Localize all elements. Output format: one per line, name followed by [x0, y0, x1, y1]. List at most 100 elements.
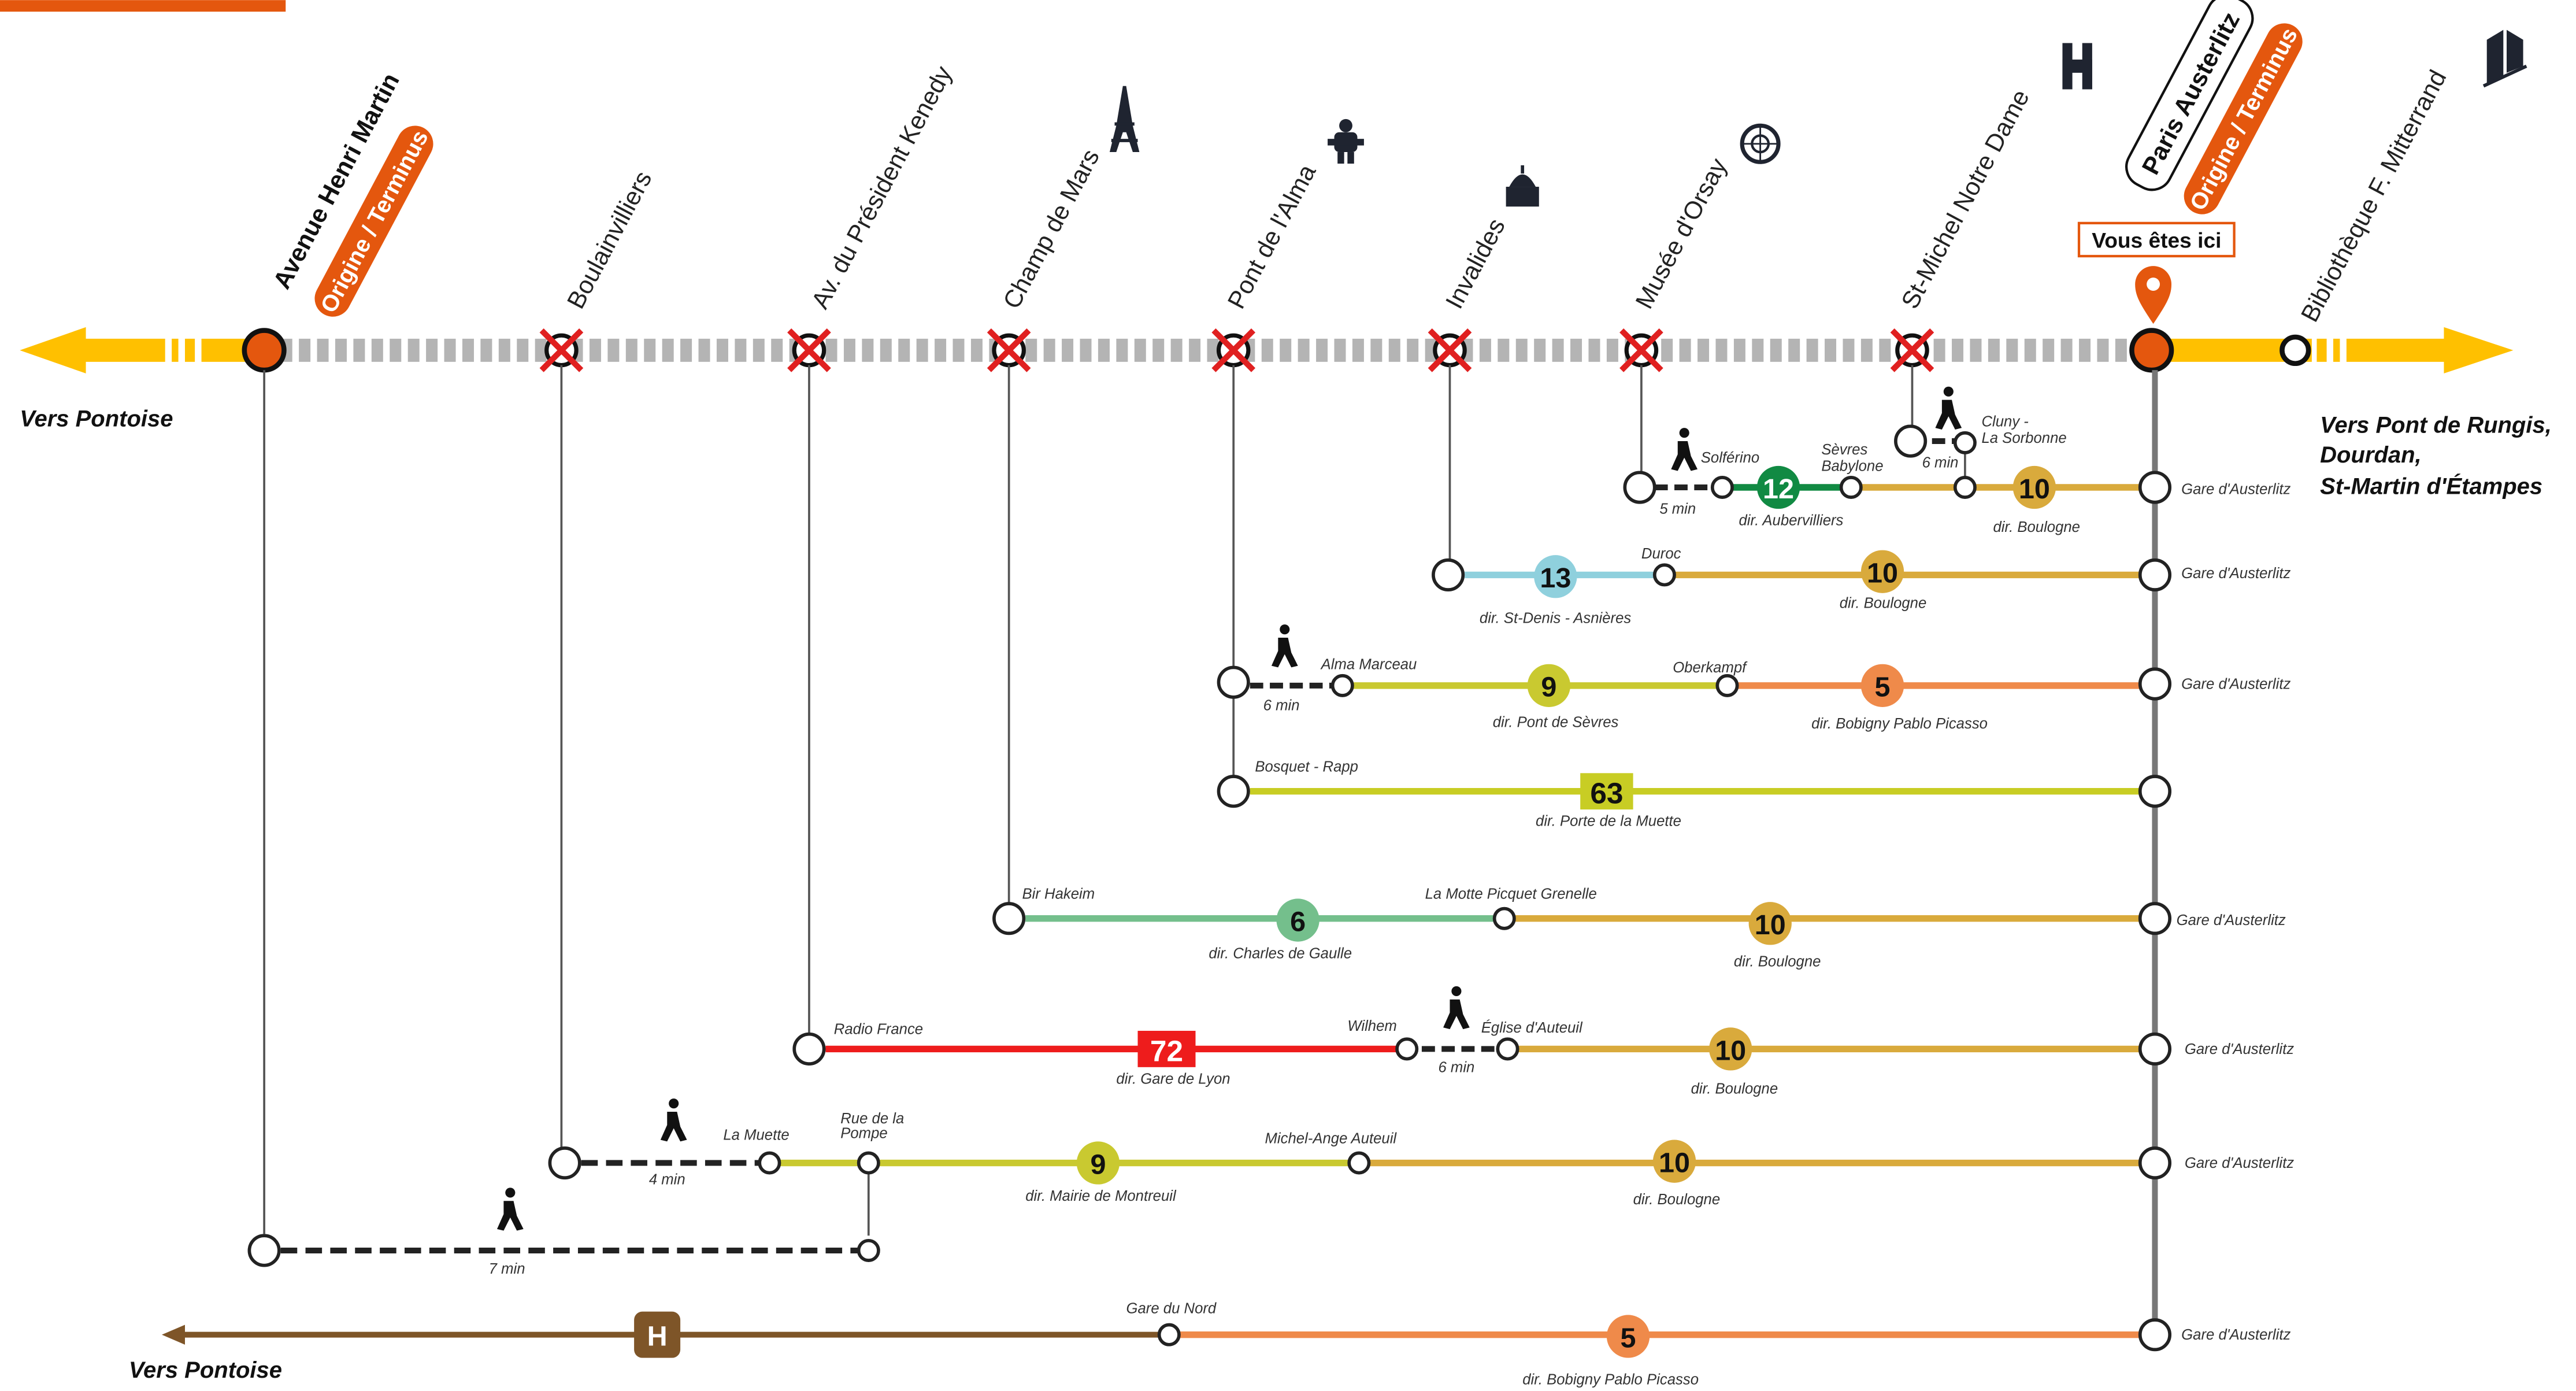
station-name-bibliotheque: Bibliothèque F. Mitterrand — [2296, 65, 2452, 326]
stop-austerlitz-r6[interactable] — [2138, 1032, 2172, 1066]
stop-champ-de-mars[interactable] — [992, 902, 1026, 935]
route-bus-63: 63 Bosquet - Rapp dir. Porte de la Muett… — [1217, 759, 2172, 830]
stop-bosquet-rapp[interactable] — [1217, 775, 1250, 808]
main-track — [20, 327, 2514, 373]
direction-label: dir. Mairie de Montreuil — [1025, 1188, 1177, 1204]
walk-time: 6 min — [1438, 1059, 1474, 1075]
zouave-statue-icon — [1328, 119, 1364, 164]
end-stop-label: Gare d'Austerlitz — [2177, 912, 2286, 928]
station-name-kenedy: Av. du Président Kenedy — [806, 61, 958, 313]
stop-solferino[interactable] — [1710, 476, 1734, 500]
metro-line-badge[interactable] — [1860, 664, 1904, 707]
stop-label: Cluny - — [1981, 413, 2028, 430]
stop-kenedy[interactable] — [792, 1032, 826, 1066]
metro-line-badge[interactable] — [1076, 1141, 1120, 1185]
stop-eglise-auteuil[interactable] — [1496, 1037, 1519, 1061]
stop-austerlitz-r5[interactable] — [2138, 902, 2172, 935]
direction-label: dir. Boulogne — [1633, 1192, 1721, 1208]
walking-person-icon — [496, 1187, 524, 1231]
stop-alma-marceau[interactable] — [1330, 674, 1354, 697]
badge-label: 13 — [1540, 563, 1571, 594]
closed-station-orsay[interactable] — [1619, 328, 1663, 372]
metro-line-badge[interactable] — [1606, 1315, 1650, 1358]
metro-line-badge[interactable] — [1534, 555, 1577, 598]
bus-line-badge[interactable] — [1137, 1030, 1196, 1067]
metro-line-badge[interactable] — [2012, 465, 2056, 509]
track-dash — [172, 338, 179, 362]
track-dash — [184, 338, 195, 362]
stop-duroc[interactable] — [1652, 563, 1676, 587]
stop-pont-alma[interactable] — [1217, 665, 1250, 699]
you-are-here-box — [2077, 221, 2236, 258]
stop-cluny[interactable] — [1953, 476, 1977, 500]
stop-label: La Sorbonne — [1981, 430, 2066, 446]
stop-oberkampf[interactable] — [1715, 674, 1739, 697]
closed-station-st-michel[interactable] — [1890, 328, 1934, 372]
you-are-here-label: Vous êtes ici — [2092, 228, 2221, 253]
direction-label: dir. St-Denis - Asnières — [1480, 610, 1631, 626]
stop-la-muette[interactable] — [758, 1151, 781, 1175]
closed-station-pont-alma[interactable] — [1211, 328, 1256, 372]
stop-henri-martin[interactable] — [247, 1234, 281, 1267]
walking-person-icon — [1271, 624, 1298, 668]
station-name-boulainvilliers: Boulainvilliers — [562, 167, 657, 313]
transilien-line-badge[interactable] — [634, 1311, 681, 1358]
station-terminus-austerlitz[interactable] — [2129, 328, 2174, 373]
stop-cluny-a[interactable] — [1953, 431, 1977, 454]
badge-label: H — [647, 1321, 668, 1352]
stop-orsay[interactable] — [1623, 471, 1656, 504]
stop-austerlitz-r2[interactable] — [2138, 558, 2172, 592]
stop-austerlitz-r1[interactable] — [2138, 471, 2172, 504]
stop-invalides[interactable] — [1432, 558, 1465, 592]
metro-line-badge[interactable] — [1527, 664, 1571, 707]
route-alma-9: 9 5 6 min Alma Marceau dir. Pont de Sèvr… — [1217, 624, 2290, 732]
metro-line-badge[interactable] — [1860, 550, 1904, 593]
stop-st-michel[interactable] — [1894, 424, 1928, 458]
stop-michel-ange[interactable] — [1347, 1151, 1371, 1175]
stop-rue-pompe[interactable] — [857, 1151, 880, 1175]
closed-station-invalides[interactable] — [1428, 328, 1472, 372]
station-terminus-henri-martin[interactable] — [242, 328, 287, 373]
direction-labels: Vers Pontoise Vers Pont de Rungis, Dourd… — [20, 406, 2552, 1383]
closed-station-kenedy[interactable] — [787, 328, 831, 372]
direction-right-line2: Dourdan, — [2320, 442, 2421, 468]
metro-line-badge[interactable] — [1652, 1140, 1696, 1183]
stop-sevres-babylone[interactable] — [1839, 476, 1863, 500]
stop-label: Bosquet - Rapp — [1255, 759, 1358, 775]
route-orsay: 12 10 5 min Solférino dir. Aubervilliers… — [1623, 386, 2290, 535]
bus-line-badge[interactable] — [1580, 773, 1633, 810]
badge-label: 6 — [1290, 906, 1306, 937]
stop-boulainvilliers[interactable] — [548, 1146, 581, 1180]
vertical-connectors — [263, 365, 2158, 1335]
stop-gare-du-nord[interactable] — [1157, 1323, 1181, 1346]
walk-time: 6 min — [1922, 455, 1959, 471]
badge-label: 10 — [1659, 1148, 1690, 1179]
stop-austerlitz-r4[interactable] — [2138, 775, 2172, 808]
metro-line-badge[interactable] — [1709, 1027, 1752, 1071]
direction-label: dir. Boulogne — [1734, 954, 1821, 970]
direction-label: dir. Pont de Sèvres — [1493, 714, 1619, 730]
metro-line-badge[interactable] — [1756, 465, 1800, 509]
stop-wilhem[interactable] — [1395, 1037, 1419, 1061]
badge-label: 5 — [1621, 1322, 1636, 1353]
stop-label: Solférino — [1701, 450, 1759, 466]
stop-austerlitz-r7[interactable] — [2138, 1146, 2172, 1180]
stop-label: Sèvres — [1821, 442, 1867, 458]
metro-line-badge[interactable] — [1276, 898, 1319, 942]
direction-label: dir. Boulogne — [1840, 595, 1927, 612]
stop-austerlitz-r9[interactable] — [2138, 1318, 2172, 1352]
station-bibliotheque[interactable] — [2280, 334, 2311, 367]
direction-label: dir. Gare de Lyon — [1116, 1071, 1230, 1087]
closed-station-boulainvilliers[interactable] — [539, 328, 584, 372]
metro-line-badge[interactable] — [1748, 902, 1792, 945]
bibliotheque-towers-icon — [2482, 29, 2527, 88]
end-stop-label: Gare d'Austerlitz — [2185, 1041, 2294, 1057]
stop-rue-pompe-b[interactable] — [857, 1238, 880, 1262]
direction-bottom-left: Vers Pontoise — [129, 1357, 282, 1383]
stop-label: Alma Marceau — [1320, 656, 1417, 672]
eiffel-tower-icon — [1109, 86, 1140, 153]
stop-austerlitz-r3[interactable] — [2138, 667, 2172, 701]
stop-la-motte-picquet[interactable] — [1492, 907, 1516, 930]
closed-station-champ-de-mars[interactable] — [987, 328, 1031, 372]
right-arrow — [2346, 327, 2514, 373]
